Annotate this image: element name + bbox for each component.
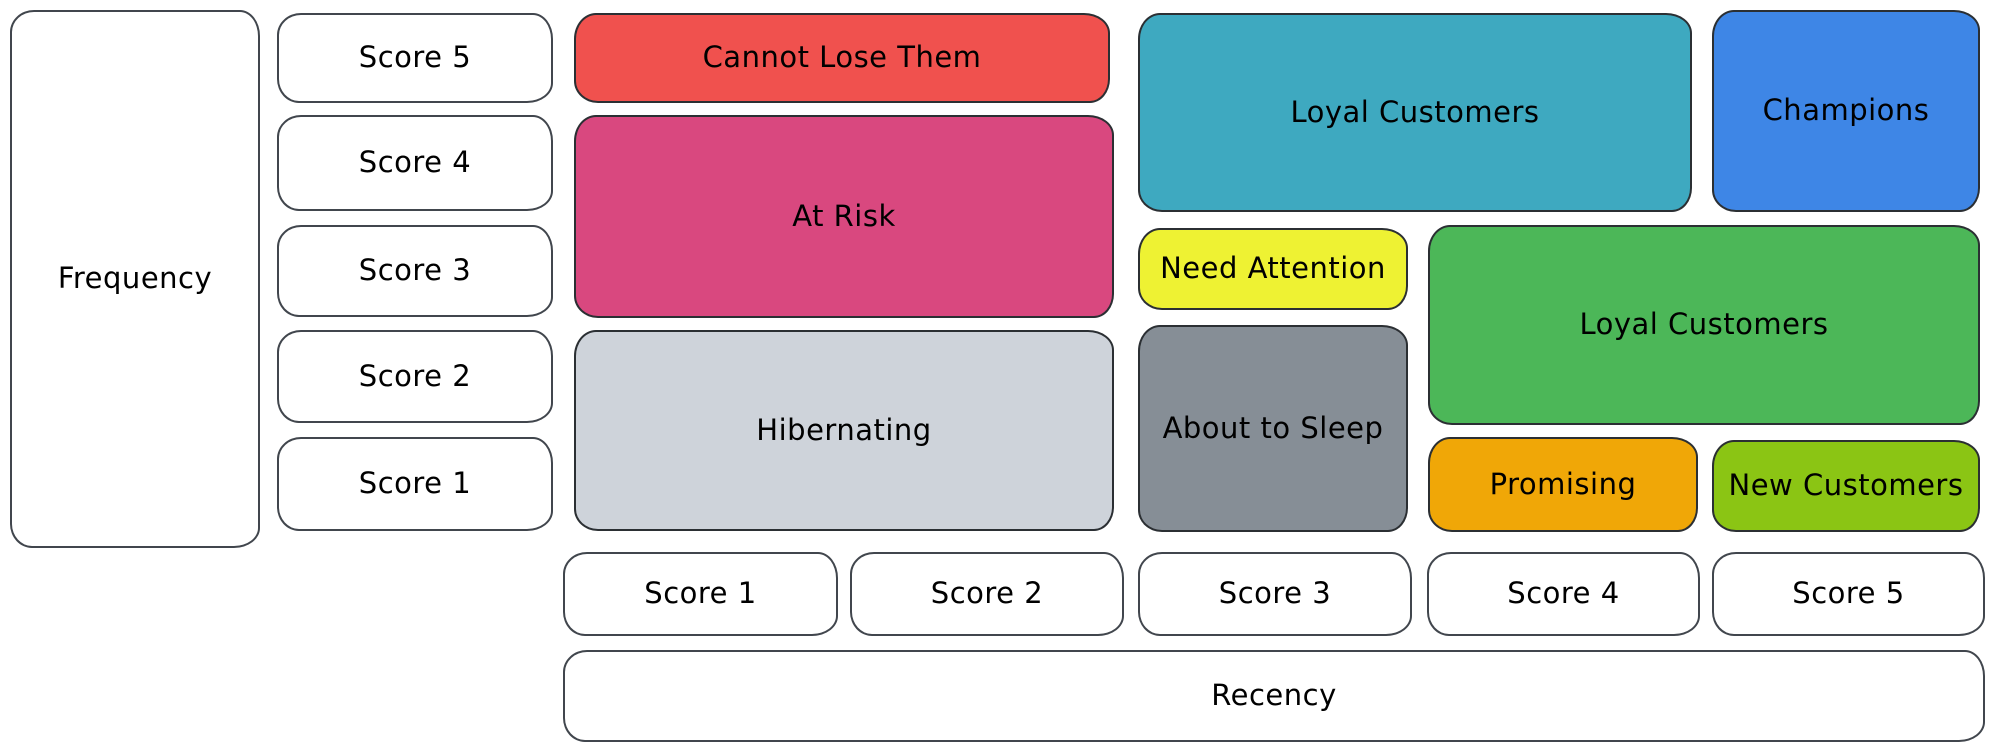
recency-score-3: Score 3 xyxy=(1138,552,1412,636)
frequency-score-2: Score 2 xyxy=(277,330,553,423)
frequency-score-1: Score 1 xyxy=(277,437,553,531)
recency-score-1: Score 1 xyxy=(563,552,838,636)
frequency-score-4: Score 4 xyxy=(277,115,553,211)
segment-champions: Champions xyxy=(1712,10,1980,212)
segment-hibernating: Hibernating xyxy=(574,330,1114,531)
frequency-score-5: Score 5 xyxy=(277,13,553,103)
segment-loyal-customers-mid: Loyal Customers xyxy=(1428,225,1980,425)
segment-new-customers: New Customers xyxy=(1712,440,1980,532)
recency-score-5: Score 5 xyxy=(1712,552,1985,636)
segment-loyal-customers-top: Loyal Customers xyxy=(1138,13,1692,212)
segment-at-risk: At Risk xyxy=(574,115,1114,318)
recency-score-4: Score 4 xyxy=(1427,552,1700,636)
segment-cannot-lose-them: Cannot Lose Them xyxy=(574,13,1110,103)
frequency-axis-label: Frequency xyxy=(10,10,260,548)
segment-promising: Promising xyxy=(1428,437,1698,532)
segment-need-attention: Need Attention xyxy=(1138,228,1408,310)
frequency-score-3: Score 3 xyxy=(277,225,553,317)
recency-axis-label: Recency xyxy=(563,650,1985,742)
recency-score-2: Score 2 xyxy=(850,552,1124,636)
segment-about-to-sleep: About to Sleep xyxy=(1138,325,1408,532)
